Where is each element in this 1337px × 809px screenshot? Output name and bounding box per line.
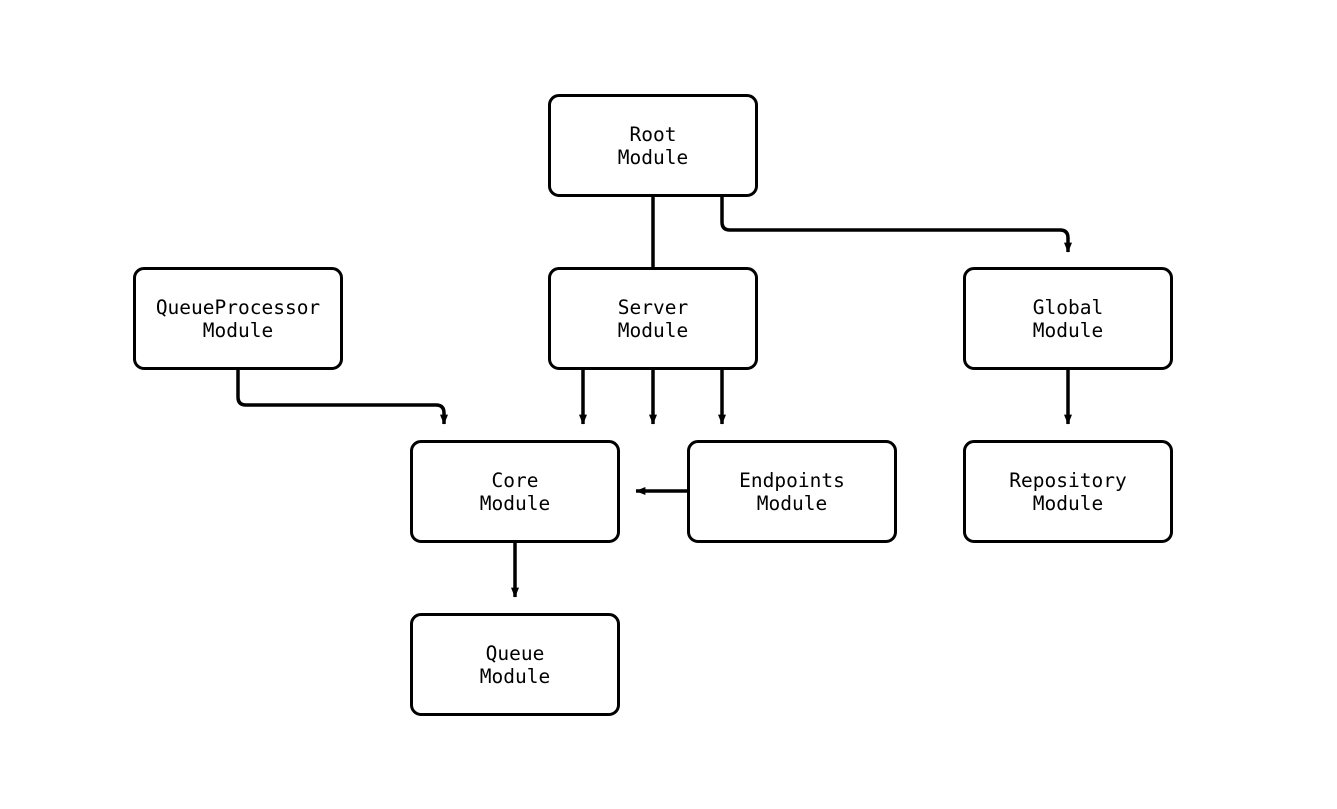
node-root[interactable]: Root Module bbox=[548, 94, 758, 197]
node-global-label: Global Module bbox=[1032, 295, 1104, 342]
edge-queueprocessor-core bbox=[236, 370, 448, 425]
node-repository-label: Repository Module bbox=[1009, 468, 1127, 515]
node-endpoints[interactable]: Endpoints Module bbox=[687, 440, 897, 543]
node-queue[interactable]: Queue Module bbox=[410, 613, 620, 716]
node-server-label: Server Module bbox=[617, 295, 689, 342]
node-root-label: Root Module bbox=[617, 122, 689, 169]
node-core[interactable]: Core Module bbox=[410, 440, 620, 543]
node-core-label: Core Module bbox=[479, 468, 551, 515]
node-queueprocessor-label: QueueProcessor Module bbox=[155, 295, 321, 342]
node-server[interactable]: Server Module bbox=[548, 267, 758, 370]
node-endpoints-label: Endpoints Module bbox=[739, 468, 845, 515]
edge-root-global bbox=[720, 197, 1072, 253]
node-queueprocessor[interactable]: QueueProcessor Module bbox=[133, 267, 343, 370]
node-queue-label: Queue Module bbox=[479, 641, 551, 688]
node-repository[interactable]: Repository Module bbox=[963, 440, 1173, 543]
node-global[interactable]: Global Module bbox=[963, 267, 1173, 370]
